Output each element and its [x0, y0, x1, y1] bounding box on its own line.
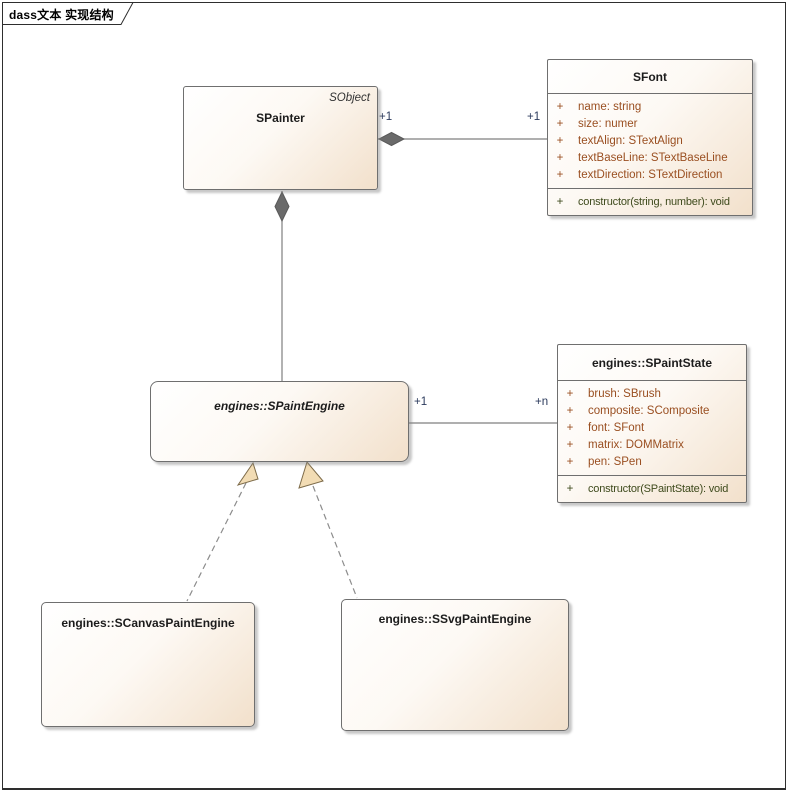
attribute-text: textBaseLine: STextBaseLine: [578, 152, 728, 164]
attribute-text: name: string: [578, 101, 642, 113]
class-box-sfont[interactable]: SFont + name: string + size: numer + tex…: [547, 59, 753, 216]
attribute-row: + textAlign: STextAlign: [548, 133, 750, 150]
visibility: +: [556, 118, 564, 130]
visibility: +: [566, 422, 574, 434]
class-title-compartment-sfont: SFont: [548, 60, 752, 93]
class-title-ssvgpaintengine: engines::SSvgPaintEngine: [378, 612, 532, 626]
class-title-scanvaspaintengine: engines::SCanvasPaintEngine: [61, 616, 235, 630]
operation-row: + constructor(string, number): void: [548, 194, 750, 211]
attribute-row: + matrix: DOMMatrix: [558, 437, 744, 454]
attributes-compartment-sfont: + name: string + size: numer + textAlign…: [548, 93, 752, 188]
operation-text: constructor(SPaintState): void: [588, 483, 729, 495]
visibility: +: [556, 196, 564, 208]
attribute-row: + textBaseLine: STextBaseLine: [548, 150, 750, 167]
visibility: +: [566, 405, 574, 417]
operations-compartment-spaintstate: + constructor(SPaintState): void: [558, 475, 746, 502]
stereotype-sobject: SObject: [329, 92, 370, 104]
diagram-tab: [2, 2, 134, 25]
attribute-row: + composite: SComposite: [558, 403, 744, 420]
attribute-row: + textDirection: STextDirection: [548, 167, 750, 184]
composition-diamond-painter-engine[interactable]: [274, 190, 290, 223]
visibility: +: [566, 439, 574, 451]
attribute-text: size: numer: [578, 118, 638, 130]
attribute-row: + size: numer: [548, 116, 750, 133]
realization-arrowhead-svg[interactable]: [298, 460, 324, 489]
operation-text: constructor(string, number): void: [578, 196, 730, 208]
visibility: +: [556, 135, 564, 147]
attribute-text: composite: SComposite: [588, 405, 710, 417]
diagram-tab-shape: [2, 2, 134, 25]
attribute-row: + name: string: [548, 99, 750, 116]
attribute-text: matrix: DOMMatrix: [588, 439, 684, 451]
attribute-text: textAlign: STextAlign: [578, 135, 683, 147]
class-title-compartment-spaintstate: engines::SPaintState: [558, 345, 746, 380]
class-box-scanvaspaintengine[interactable]: engines::SCanvasPaintEngine: [41, 602, 255, 727]
attribute-text: font: SFont: [588, 422, 645, 434]
class-box-spaintengine[interactable]: engines::SPaintEngine: [150, 381, 409, 462]
operation-row: + constructor(SPaintState): void: [558, 481, 744, 498]
class-box-ssvgpaintengine[interactable]: engines::SSvgPaintEngine: [341, 599, 569, 731]
attribute-text: textDirection: STextDirection: [578, 169, 723, 181]
multiplicity-painter-font-source: +1: [379, 111, 393, 123]
visibility: +: [566, 483, 574, 495]
visibility: +: [566, 388, 574, 400]
attribute-row: + font: SFont: [558, 420, 744, 437]
class-box-spaintstate[interactable]: engines::SPaintState + brush: SBrush + c…: [557, 344, 747, 503]
visibility: +: [566, 456, 574, 468]
class-title-sfont: SFont: [633, 69, 667, 84]
realization-canvas-engine-line[interactable]: [186, 482, 247, 602]
attribute-text: brush: SBrush: [588, 388, 661, 400]
composition-diamond-painter-font[interactable]: [377, 131, 406, 147]
class-box-spainter[interactable]: SObject SPainter: [183, 86, 378, 190]
visibility: +: [556, 152, 564, 164]
diagram-tab-label: dass文本 实现结构: [9, 8, 114, 22]
class-title-spaintstate: engines::SPaintState: [591, 355, 713, 370]
attribute-text: pen: SPen: [588, 456, 642, 468]
realization-arrowhead-canvas[interactable]: [236, 461, 259, 486]
realization-svg-engine-line[interactable]: [312, 485, 358, 599]
multiplicity-engine-state-source: +1: [414, 396, 428, 408]
multiplicity-engine-state-target: +n: [535, 396, 549, 408]
class-title-spainter: SPainter: [256, 111, 305, 125]
attributes-compartment-spaintstate: + brush: SBrush + composite: SComposite …: [558, 380, 746, 475]
attribute-row: + pen: SPen: [558, 454, 744, 471]
class-title-spaintengine: engines::SPaintEngine: [214, 399, 345, 413]
multiplicity-painter-font-target: +1: [527, 111, 541, 123]
visibility: +: [556, 169, 564, 181]
attribute-row: + brush: SBrush: [558, 386, 744, 403]
visibility: +: [556, 101, 564, 113]
operations-compartment-sfont: + constructor(string, number): void: [548, 188, 752, 215]
